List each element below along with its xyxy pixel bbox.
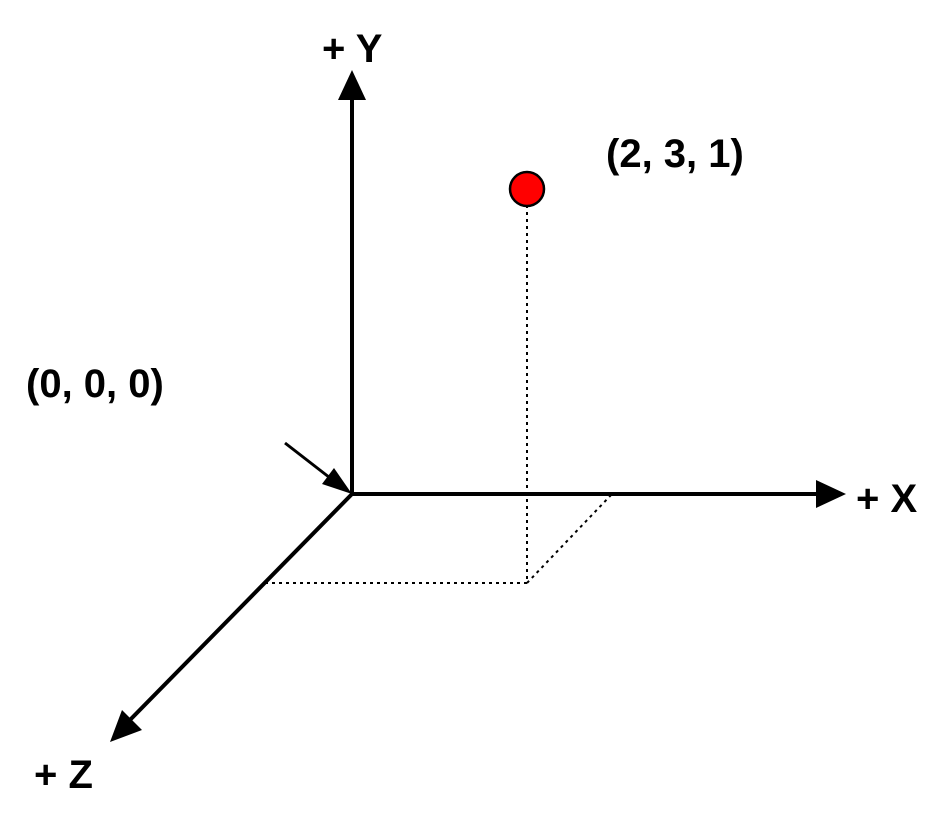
z-axis-line	[126, 492, 354, 724]
point-marker	[508, 170, 546, 208]
guide-x-parallel	[526, 493, 613, 584]
x-axis-label: + X	[856, 477, 917, 521]
origin-pointer-arrowhead	[322, 468, 352, 494]
z-axis-arrowhead	[110, 710, 142, 742]
y-axis-arrowhead	[338, 70, 366, 100]
x-axis-arrowhead	[816, 480, 846, 508]
y-axis-label: + Y	[322, 27, 383, 71]
point-label: (2, 3, 1)	[606, 132, 744, 176]
origin-label: (0, 0, 0)	[26, 362, 164, 406]
guide-lines	[264, 205, 613, 584]
origin-pointer-line	[284, 441, 335, 483]
z-axis-label: + Z	[34, 753, 93, 797]
